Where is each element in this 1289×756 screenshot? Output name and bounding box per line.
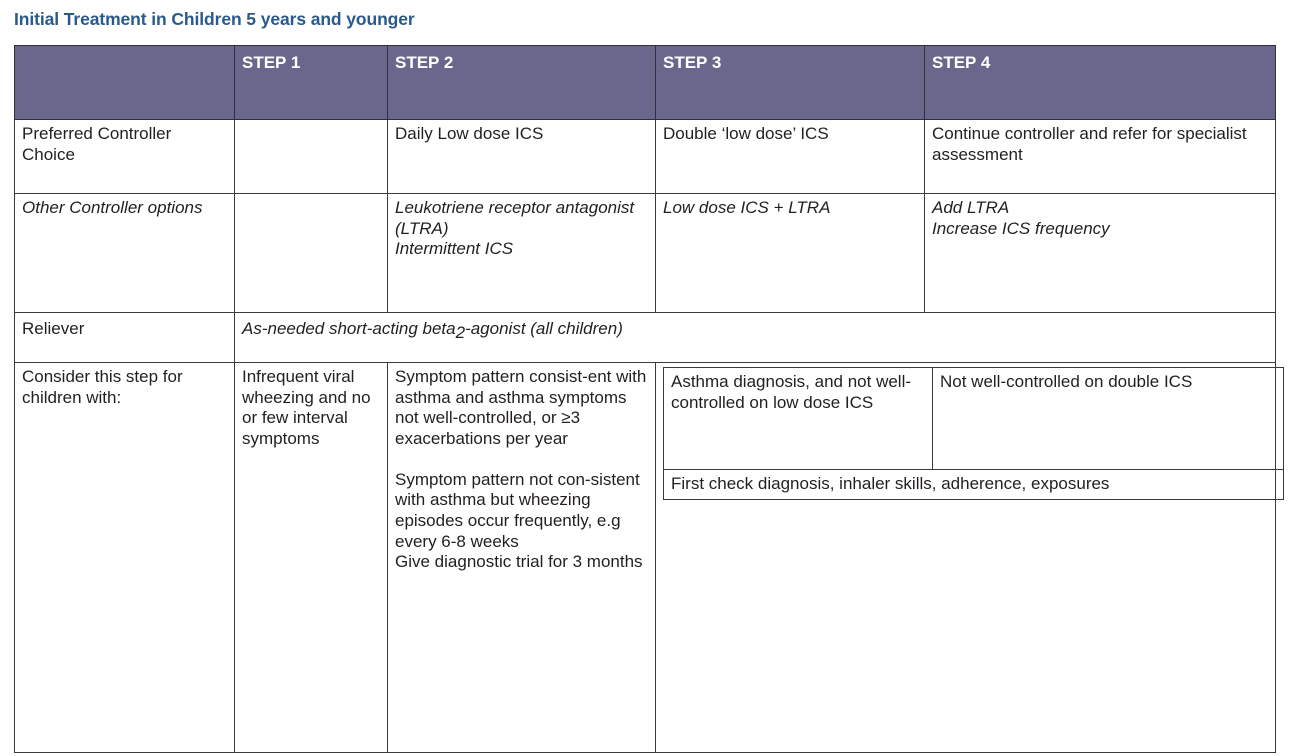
row-label-preferred-controller: Preferred Controller Choice — [14, 119, 235, 194]
header-cell-blank — [14, 45, 235, 120]
header-cell-step-1: STEP 1 — [234, 45, 388, 120]
inner-row-steps: Asthma diagnosis, and not well-controlle… — [663, 367, 1284, 470]
reliever-text-after: -agonist (all children) — [465, 319, 623, 338]
cell-first-check-banner: First check diagnosis, inhaler skills, a… — [663, 469, 1284, 500]
row-label-reliever: Reliever — [14, 312, 235, 363]
table-row-other-controller: Other Controller options Leukotriene rec… — [14, 193, 1276, 313]
table-header-row: STEP 1 STEP 2 STEP 3 STEP 4 — [14, 45, 1276, 120]
header-cell-step-3: STEP 3 — [655, 45, 925, 120]
reliever-text-before: As-needed short-acting beta — [242, 319, 456, 338]
cell-preferred-step-2: Daily Low dose ICS — [387, 119, 656, 194]
consider-inner-table: Asthma diagnosis, and not well-controlle… — [663, 367, 1284, 500]
table-row-preferred-controller: Preferred Controller Choice Daily Low do… — [14, 119, 1276, 194]
cell-other-step-2: Leukotriene receptor antagonist (LTRA) I… — [387, 193, 656, 313]
cell-other-step-4: Add LTRA Increase ICS frequency — [924, 193, 1276, 313]
cell-preferred-step-4: Continue controller and refer for specia… — [924, 119, 1276, 194]
cell-consider-steps-3-4-group: Asthma diagnosis, and not well-controlle… — [655, 362, 1284, 753]
cell-consider-step-4: Not well-controlled on double ICS — [932, 367, 1284, 470]
page-title: Initial Treatment in Children 5 years an… — [14, 9, 415, 29]
table-row-reliever: Reliever As-needed short-acting beta2-ag… — [14, 312, 1276, 363]
cell-other-step-3: Low dose ICS + LTRA — [655, 193, 925, 313]
reliever-subscript-2: 2 — [455, 323, 466, 342]
cell-preferred-step-3: Double ‘low dose’ ICS — [655, 119, 925, 194]
header-cell-step-2: STEP 2 — [387, 45, 656, 120]
table-row-consider-step: Consider this step for children with: In… — [14, 362, 1284, 753]
treatment-table-wrapper: STEP 1 STEP 2 STEP 3 STEP 4 Preferred Co… — [14, 45, 1284, 753]
row-label-consider-step: Consider this step for children with: — [14, 362, 235, 753]
cell-preferred-step-1 — [234, 119, 388, 194]
cell-consider-step-1: Infrequent viral wheezing and no or few … — [234, 362, 388, 753]
treatment-table: STEP 1 STEP 2 STEP 3 STEP 4 Preferred Co… — [14, 45, 1284, 753]
row-label-other-controller: Other Controller options — [14, 193, 235, 313]
cell-other-step-1 — [234, 193, 388, 313]
inner-row-first-check: First check diagnosis, inhaler skills, a… — [663, 469, 1284, 500]
cell-reliever-all-steps: As-needed short-acting beta2-agonist (al… — [234, 312, 1276, 363]
cell-consider-step-2: Symptom pattern consist-ent with asthma … — [387, 362, 656, 753]
cell-consider-step-3: Asthma diagnosis, and not well-controlle… — [663, 367, 933, 470]
header-cell-step-4: STEP 4 — [924, 45, 1276, 120]
